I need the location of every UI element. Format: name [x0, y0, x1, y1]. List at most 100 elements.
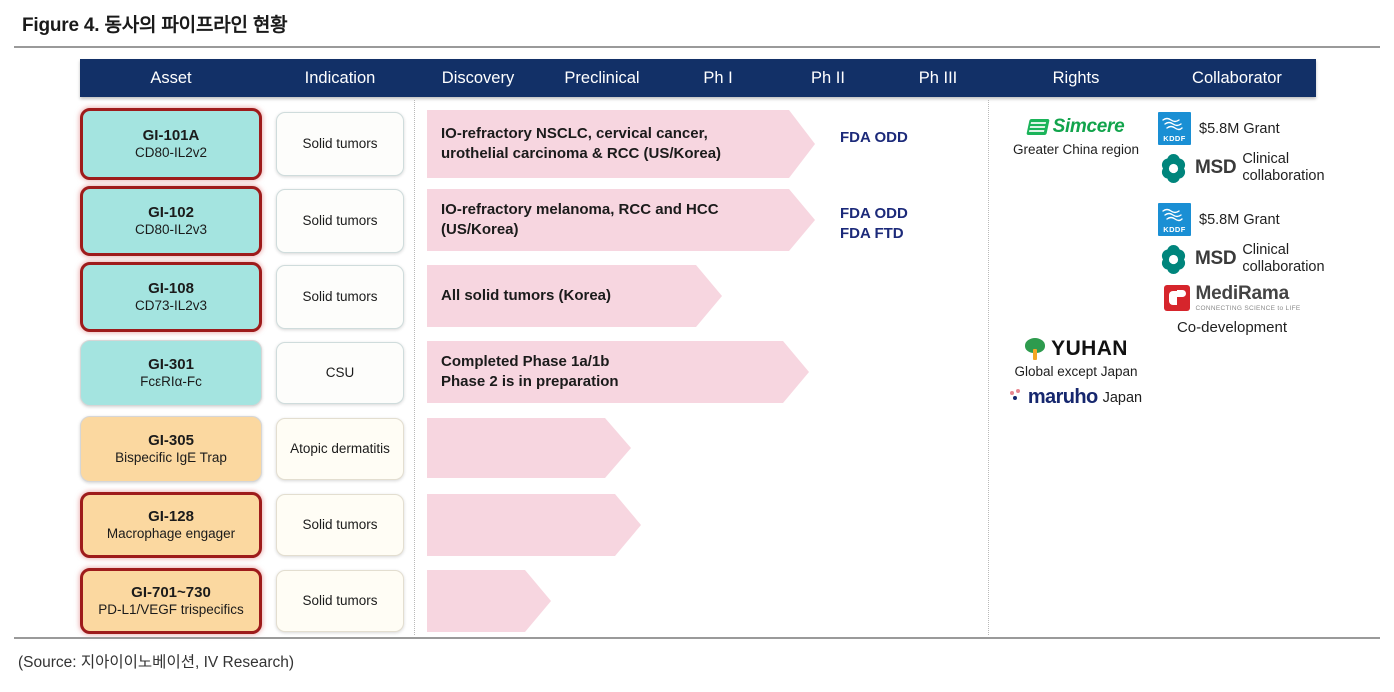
simcere-wordmark: Simcere: [1052, 116, 1125, 137]
arrow-shape: [427, 265, 722, 327]
rights-entry-maruho: maruho Japan: [996, 386, 1156, 409]
collaborator-entry-kddf: KDDF $5.8M Grant: [1158, 112, 1325, 145]
msd-wordmark: MSD: [1195, 248, 1237, 270]
asset-subtitle: PD-L1/VEGF trispecifics: [98, 601, 244, 617]
progress-arrow-gi-305[interactable]: [427, 418, 631, 478]
arrow-label-line: Phase 2 is in preparation: [441, 373, 619, 390]
medirama-tagline: CONNECTING SCIENCE to LIFE: [1195, 305, 1301, 312]
clinical-note-line: collaboration: [1242, 168, 1325, 185]
asset-code: GI-305: [148, 431, 194, 449]
indication-cell-gi-305[interactable]: Atopic dermatitis: [276, 418, 404, 480]
figure-bottom-divider: [14, 637, 1380, 639]
indication-cell-gi-101a[interactable]: Solid tumors: [276, 112, 404, 176]
collaborator-note-grant: $5.8M Grant: [1199, 120, 1280, 137]
arrow-shape: [427, 570, 551, 632]
asset-subtitle: CD80-IL2v2: [134, 144, 208, 160]
medirama-heart-icon: [1163, 284, 1190, 311]
asset-subtitle: CD80-IL2v3: [134, 221, 208, 237]
arrow-label: IO-refractory NSCLC, cervical cancer, ur…: [441, 110, 781, 178]
indication-cell-gi-128[interactable]: Solid tumors: [276, 494, 404, 556]
collaborator-entry-medirama: MediRama CONNECTING SCIENCE to LIFE: [1152, 283, 1312, 312]
medirama-wordmark-block: MediRama CONNECTING SCIENCE to LIFE: [1196, 283, 1301, 312]
asset-cell-gi-128[interactable]: GI-128 Macrophage engager: [80, 492, 262, 558]
arrow-label-line: Completed Phase 1a/1b: [441, 353, 610, 371]
progress-arrow-gi-301[interactable]: Completed Phase 1a/1b Phase 2 is in prep…: [427, 341, 809, 403]
fda-tag-line: FDA ODD: [840, 205, 908, 222]
maruho-wordmark: maruho: [1027, 386, 1098, 408]
clinical-note-line: collaboration: [1242, 259, 1325, 276]
arrow-label: IO-refractory melanoma, RCC and HCC (US/…: [441, 189, 781, 251]
msd-cross-icon: [1161, 153, 1186, 183]
asset-cell-gi-301[interactable]: GI-301 FcεRIα-Fc: [80, 340, 262, 406]
indication-cell-gi-701-730[interactable]: Solid tumors: [276, 570, 404, 632]
msd-logo-icon: [1158, 153, 1189, 184]
arrow-shape: [427, 189, 815, 251]
asset-cell-gi-108[interactable]: GI-108 CD73-IL2v3: [80, 262, 262, 332]
column-header-ph3: Ph III: [918, 68, 958, 87]
collaborator-note-codevelopment: Co-development: [1176, 319, 1288, 336]
msd-wordmark: MSD: [1195, 157, 1237, 179]
asset-code: GI-701~730: [131, 583, 211, 601]
rights-note-yuhan: Global except Japan: [1014, 364, 1138, 379]
asset-cell-gi-102[interactable]: GI-102 CD80-IL2v3: [80, 186, 262, 256]
asset-cell-gi-701-730[interactable]: GI-701~730 PD-L1/VEGF trispecifics: [80, 568, 262, 634]
collaborator-entry-kddf: KDDF $5.8M Grant: [1158, 203, 1325, 236]
msd-cross-icon: [1161, 244, 1186, 274]
column-header-preclinical: Preclinical: [564, 68, 640, 87]
column-header-asset: Asset: [150, 68, 192, 87]
arrow-label-line: IO-refractory NSCLC, cervical cancer,: [441, 125, 708, 143]
arrow-label-line: IO-refractory melanoma, RCC and HCC: [441, 201, 719, 219]
yuhan-tree-icon: [1024, 338, 1046, 360]
msd-logo-icon: [1158, 244, 1189, 275]
asset-code: GI-101A: [142, 126, 200, 144]
column-header-discovery: Discovery: [441, 68, 515, 87]
clinical-note-line: Clinical: [1242, 151, 1290, 167]
rights-entry-yuhan: YUHAN Global except Japan: [996, 337, 1156, 379]
asset-cell-gi-101a[interactable]: GI-101A CD80-IL2v2: [80, 108, 262, 180]
yuhan-logo: YUHAN: [996, 337, 1156, 361]
simcere-logo: Simcere: [996, 116, 1156, 138]
medirama-wordmark: MediRama: [1195, 283, 1290, 304]
fda-tag-line: FDA FTD: [840, 225, 904, 243]
collaborator-group-gi-108: MediRama CONNECTING SCIENCE to LIFE Co-d…: [1152, 283, 1312, 336]
rights-note-maruho: Japan: [1102, 389, 1143, 406]
progress-arrow-gi-102[interactable]: IO-refractory melanoma, RCC and HCC (US/…: [427, 189, 815, 251]
arrow-shape: [427, 341, 809, 403]
asset-cell-gi-305[interactable]: GI-305 Bispecific IgE Trap: [80, 416, 262, 482]
kddf-wordmark: KDDF: [1163, 225, 1186, 234]
simcere-leaf-icon: [1025, 119, 1050, 135]
collaborator-entry-msd: MSD Clinical collaboration: [1158, 242, 1325, 277]
arrow-label-line: (US/Korea): [441, 221, 519, 238]
rights-entry-simcere: Simcere Greater China region: [996, 116, 1156, 157]
table-header-bar: Asset Indication Discovery Preclinical P…: [80, 59, 1316, 97]
arrow-label: All solid tumors (Korea): [441, 265, 688, 327]
arrow-label-line: All solid tumors (Korea): [441, 287, 612, 305]
column-header-ph1: Ph I: [703, 68, 733, 87]
arrow-shape: [427, 110, 815, 178]
clinical-note-line: Clinical: [1242, 242, 1290, 258]
arrow-shape: [427, 418, 631, 478]
progress-arrow-gi-701-730[interactable]: [427, 570, 551, 632]
page-title: Figure 4. 동사의 파이프라인 현황: [22, 15, 288, 36]
yuhan-wordmark: YUHAN: [1051, 337, 1128, 360]
column-header-collaborator: Collaborator: [1192, 68, 1282, 87]
arrow-label-line: urothelial carcinoma & RCC (US/Korea): [441, 145, 722, 162]
title-divider: [14, 46, 1380, 48]
source-note: (Source: 지아이이노베이션, IV Research): [18, 654, 295, 671]
asset-subtitle: FcεRIα-Fc: [140, 373, 202, 389]
rights-note-simcere: Greater China region: [1012, 142, 1140, 157]
progress-arrow-gi-101a[interactable]: IO-refractory NSCLC, cervical cancer, ur…: [427, 110, 815, 178]
indication-cell-gi-301[interactable]: CSU: [276, 342, 404, 404]
collaborator-note-clinical: Clinical collaboration: [1242, 151, 1324, 186]
collaborator-group-gi-102: KDDF $5.8M Grant MSD Clinical collaborat…: [1158, 203, 1325, 277]
progress-arrow-gi-128[interactable]: [427, 494, 641, 556]
column-header-ph2: Ph II: [811, 68, 845, 87]
indication-cell-gi-108[interactable]: Solid tumors: [276, 265, 404, 329]
kddf-wordmark: KDDF: [1163, 134, 1186, 143]
indication-cell-gi-102[interactable]: Solid tumors: [276, 189, 404, 253]
fda-tag-gi-101a: FDA ODD: [840, 128, 908, 148]
maruho-dots-icon: [1009, 388, 1023, 407]
asset-code: GI-128: [148, 507, 194, 525]
progress-arrow-gi-108[interactable]: All solid tumors (Korea): [427, 265, 722, 327]
